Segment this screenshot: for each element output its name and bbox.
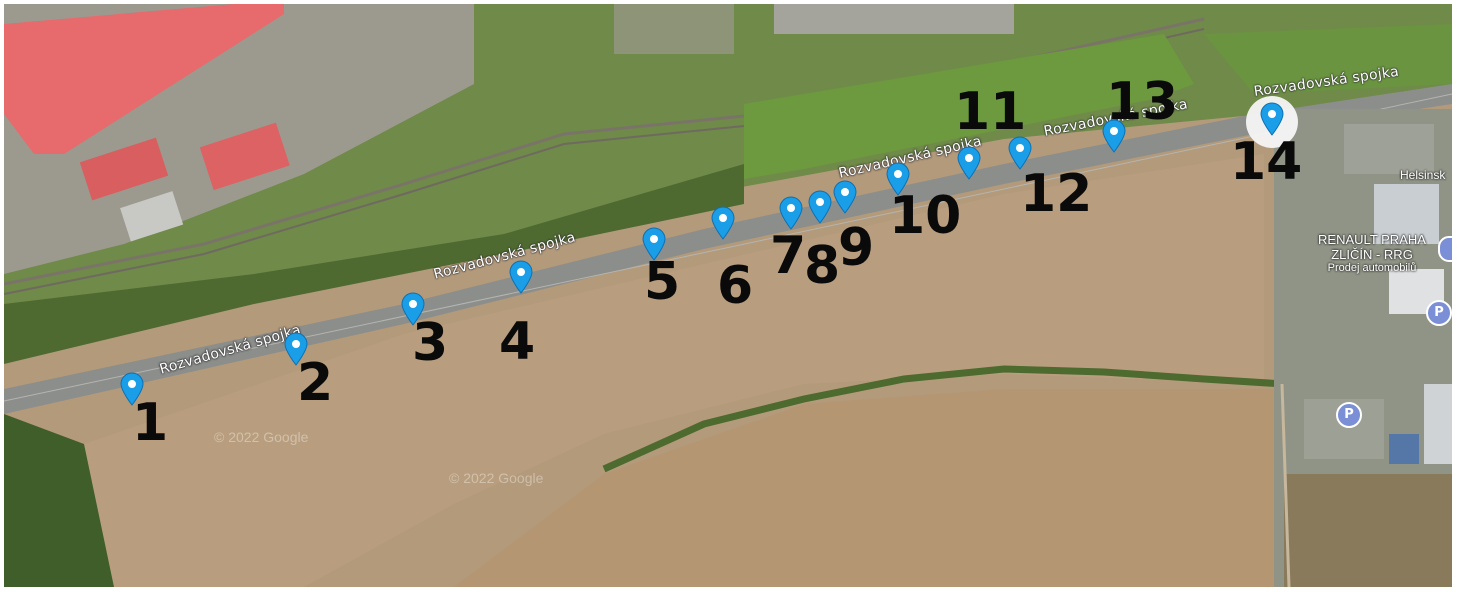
selected-map-pin-icon[interactable]: [1260, 102, 1284, 136]
renault-place-label[interactable]: RENAULT PRAHA ZLIČÍN - RRG Prodej automo…: [1302, 232, 1442, 274]
marker-number: 2: [297, 353, 334, 413]
poi-marker-icon[interactable]: [1438, 236, 1452, 262]
marker-number: 11: [954, 82, 1027, 142]
parking-icon[interactable]: P: [1426, 300, 1452, 326]
marker-number: 14: [1230, 132, 1303, 192]
map-pin-icon[interactable]: [642, 227, 666, 261]
map-pin-icon[interactable]: [957, 146, 981, 180]
map-pin-icon[interactable]: [833, 180, 857, 214]
map-pin-icon[interactable]: [1102, 119, 1126, 153]
marker-number: 13: [1106, 72, 1179, 132]
google-watermark: © 2022 Google: [214, 429, 309, 445]
parking-icon[interactable]: P: [1336, 402, 1362, 428]
marker-number: 5: [644, 252, 681, 312]
marker-number: 1: [132, 393, 169, 453]
satellite-map[interactable]: Rozvadovská spojka Rozvadovská spojka Ro…: [4, 4, 1452, 587]
helsinki-place-label[interactable]: Helsinsk: [1400, 168, 1446, 182]
map-pin-icon[interactable]: [779, 196, 803, 230]
map-pin-icon[interactable]: [509, 260, 533, 294]
marker-number: 9: [838, 218, 875, 278]
marker-number: 8: [804, 236, 841, 296]
renault-name-line1: RENAULT PRAHA: [1318, 232, 1426, 247]
map-imagery: [4, 4, 1452, 587]
map-pin-icon[interactable]: [284, 332, 308, 366]
marker-number: 4: [499, 312, 536, 372]
map-pin-icon[interactable]: [1008, 136, 1032, 170]
marker-number: 12: [1020, 164, 1093, 224]
google-watermark: © 2022 Google: [449, 470, 544, 486]
marker-number: 10: [889, 186, 962, 246]
map-pin-icon[interactable]: [808, 190, 832, 224]
marker-number: 3: [412, 313, 449, 373]
map-pin-icon[interactable]: [711, 206, 735, 240]
map-pin-icon[interactable]: [401, 292, 425, 326]
map-pin-icon[interactable]: [886, 162, 910, 196]
renault-name-line2: ZLIČÍN - RRG: [1331, 247, 1413, 262]
marker-number: 6: [717, 256, 754, 316]
renault-category: Prodej automobilů: [1327, 262, 1417, 274]
marker-number: 7: [770, 226, 807, 286]
map-pin-icon[interactable]: [120, 372, 144, 406]
